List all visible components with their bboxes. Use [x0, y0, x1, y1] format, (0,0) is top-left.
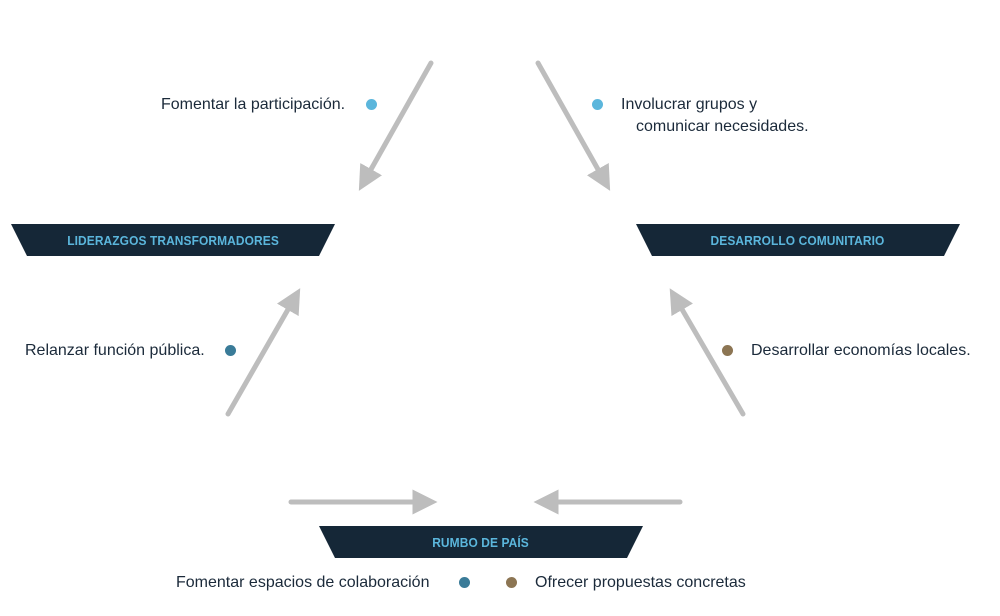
annotation-propuestas: Ofrecer propuestas concretas	[535, 574, 746, 591]
node-label: LIDERAZGOS TRANSFORMADORES	[67, 232, 279, 248]
node-label: RUMBO DE PAÍS	[432, 534, 530, 550]
node-desarrollo-comunitario: DESARROLLO COMUNITARIO	[636, 224, 960, 256]
arrow-right-up	[669, 288, 746, 417]
bullet-dot	[459, 577, 470, 588]
annotation-funcion-publica: Relanzar función pública.	[25, 342, 205, 359]
annotation-involucrar-line2: comunicar necesidades.	[636, 118, 809, 135]
node-rumbo-de-pais: RUMBO DE PAÍS	[319, 526, 643, 558]
arrow-left-up	[225, 288, 301, 417]
bullet-dot	[506, 577, 517, 588]
bullet-dot	[592, 99, 603, 110]
annotation-participacion: Fomentar la participación.	[161, 96, 346, 113]
arrow-top-right	[535, 60, 611, 191]
bullet-dot	[722, 345, 733, 356]
node-liderazgos-transformadores: LIDERAZGOS TRANSFORMADORES	[11, 224, 335, 256]
annotation-involucrar-line1: Involucrar grupos y	[621, 96, 758, 113]
bullet-dot	[366, 99, 377, 110]
bullet-dot	[225, 345, 236, 356]
node-label: DESARROLLO COMUNITARIO	[711, 232, 885, 248]
annotation-colaboracion: Fomentar espacios de colaboración	[176, 574, 430, 591]
annotation-economias: Desarrollar economías locales.	[751, 342, 971, 359]
arrow-top-left	[358, 60, 434, 191]
